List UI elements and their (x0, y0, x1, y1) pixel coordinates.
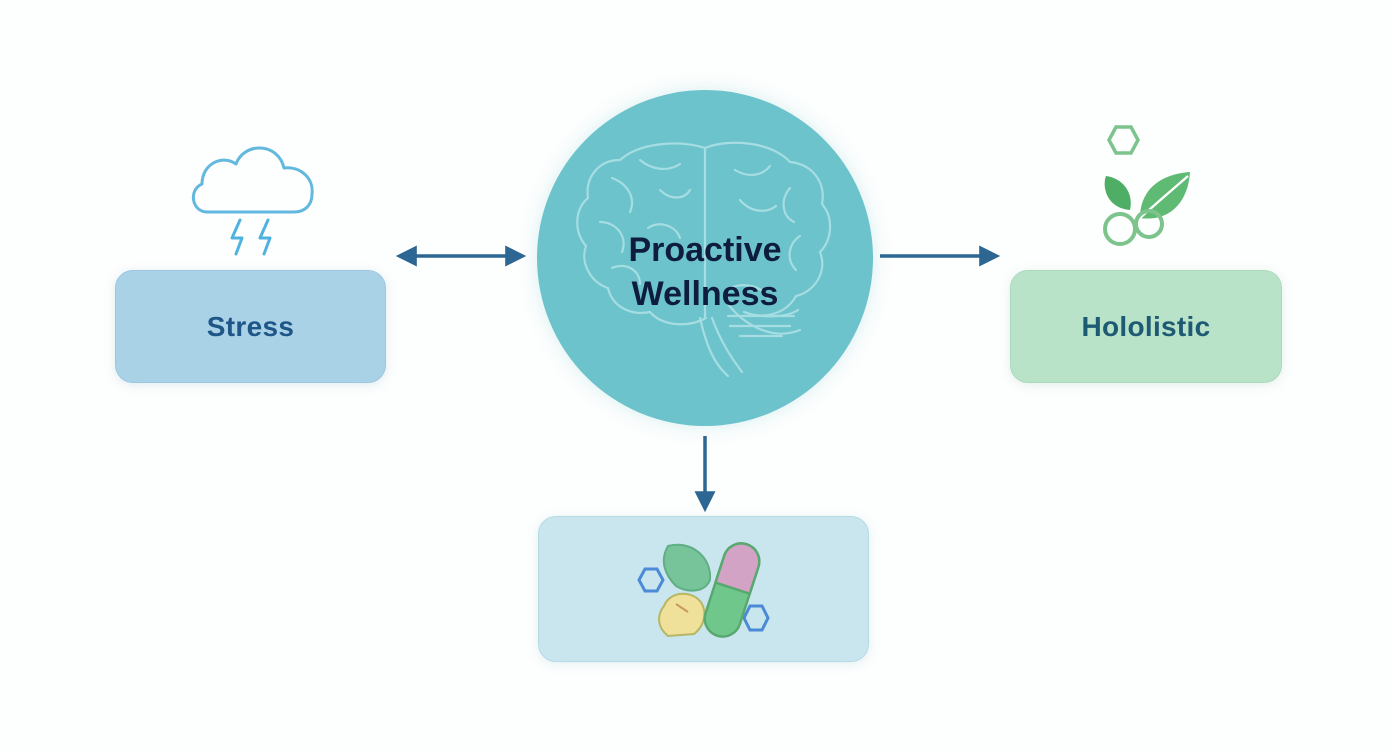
holistic-node: Hololistic (1010, 270, 1282, 383)
center-label-line2: Wellness (631, 275, 779, 313)
capsule-leaf-icon (637, 542, 770, 638)
supplements-node (538, 516, 869, 662)
center-label-line1: Proactive (628, 231, 782, 269)
holistic-label: Hololistic (1081, 310, 1211, 342)
leaf-molecule-icon (1103, 125, 1190, 246)
stress-label: Stress (206, 310, 295, 342)
storm-cloud-icon (191, 146, 314, 256)
brain-icon (576, 141, 832, 378)
center-node-label: Proactive Wellness (537, 228, 873, 316)
stress-node: Stress (115, 270, 386, 383)
